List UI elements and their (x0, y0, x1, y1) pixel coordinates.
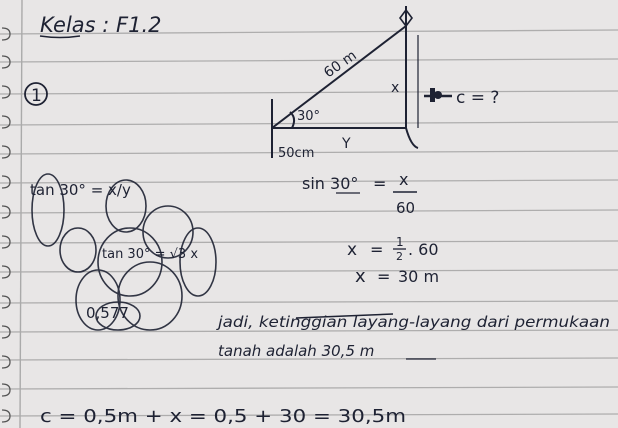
step1-lhs: sin 30° (302, 174, 358, 193)
step3-rhs: 30 m (398, 267, 439, 286)
step3-lhs: x (355, 266, 366, 287)
header-underline (39, 35, 81, 39)
problem-number-circle (24, 82, 48, 106)
final-equation: c = 0,5m + x = 0,5 + 30 = 30,5m (40, 406, 406, 427)
solution-step-3: x = 30 m (355, 266, 439, 287)
margin-line (19, 0, 23, 428)
step2-num: 1 (396, 235, 404, 249)
step1-den: 60 (396, 199, 415, 217)
step1-num: x (399, 170, 408, 189)
problem-number: 1 (31, 86, 42, 106)
step2-lhs: x (347, 240, 357, 260)
angle-label: 30° (297, 109, 320, 124)
solution-step-1: sin 30° = x 60 (302, 170, 417, 217)
step2-den: 2 (396, 250, 403, 263)
unknown-label: c = ? (456, 88, 499, 108)
step2-rest: . 60 (408, 240, 439, 259)
base-label: Y (341, 136, 351, 152)
crossed-line-2: tan 30° = √3 x (102, 247, 198, 262)
solution-step-2: x = 1 2 . 60 (347, 235, 439, 263)
ruled-lines (0, 29, 618, 417)
step2-eq: = (370, 240, 383, 259)
crossed-out-work: tan 30° = x/y tan 30° = √3 x 0,577 (30, 173, 217, 331)
conclusion-line-1: jadi, ketinggian layang-layang dari perm… (216, 313, 610, 331)
crossed-line-1: tan 30° = x/y (30, 181, 131, 199)
class-header: Kelas : F1.2 (40, 13, 162, 37)
step3-eq: = (377, 267, 390, 286)
person-figure (424, 88, 452, 102)
kite-diagram (271, 6, 419, 158)
conclusion-strikethrough (295, 313, 394, 319)
height-label: x (391, 80, 399, 96)
binding-holes (1, 27, 11, 423)
offset-label: 50cm (278, 146, 314, 161)
step1-eq: = (373, 174, 386, 193)
conclusion-line-2: tanah adalah 30,5 m (218, 342, 374, 360)
